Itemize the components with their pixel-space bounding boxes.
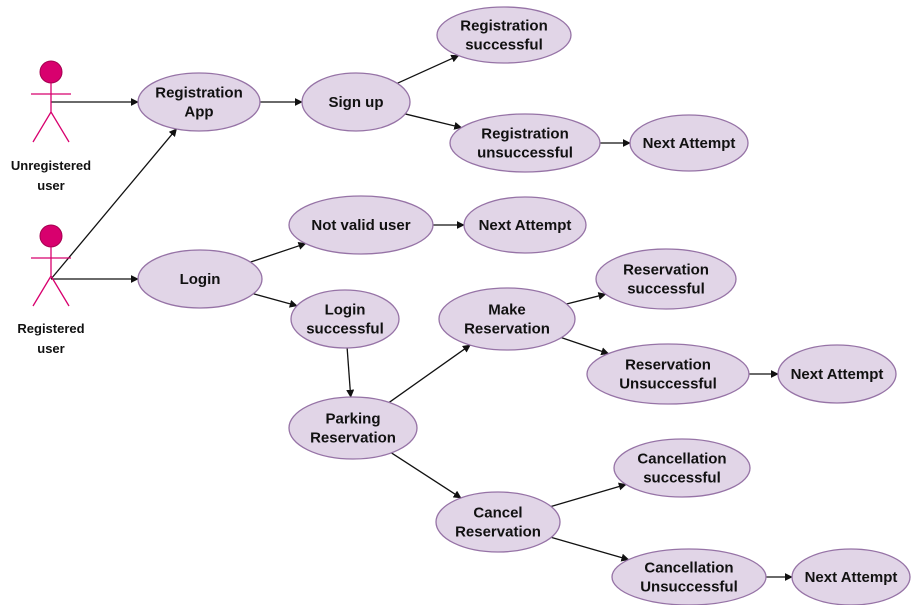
usecase-ellipse: [290, 289, 400, 349]
usecase-next2: Next Attempt: [463, 196, 587, 254]
usecase-label-line: Not valid user: [311, 217, 410, 234]
actor-label: Unregistered user: [11, 158, 91, 193]
usecase-label-line: Reservation: [623, 262, 709, 279]
usecase-label-line: successful: [627, 281, 705, 298]
edge-cancel_res-to-cancel_unsuccess: [551, 536, 630, 562]
usecase-ellipse: [586, 343, 750, 405]
usecase-label-line: Login: [180, 271, 221, 288]
actor-label-line: Unregistered: [11, 158, 91, 173]
usecase-ellipse: [595, 248, 737, 310]
usecase-ellipse: [791, 548, 911, 605]
usecase-label-line: Reservation: [310, 430, 396, 447]
actor-label-line: Registered: [17, 321, 84, 336]
usecase-label-line: Reservation: [464, 321, 550, 338]
usecase-next3: Next Attempt: [777, 344, 897, 404]
edge-make_res-to-res_success: [566, 292, 607, 305]
usecase-label-line: Reservation: [625, 357, 711, 374]
usecase-label-line: Registration: [460, 18, 548, 35]
usecase-label-line: Login: [325, 302, 366, 319]
usecase-label-line: Cancellation: [644, 560, 733, 577]
edge-signup-to-reg_unsuccess: [405, 113, 463, 130]
usecase-reg-success: Registration successful: [436, 6, 572, 64]
usecase-next4: Next Attempt: [791, 548, 911, 605]
usecase-label-line: Next Attempt: [791, 366, 884, 383]
usecase-ellipse: [288, 195, 434, 255]
usecase-ellipse: [137, 249, 263, 309]
edge-parking_res-to-cancel_res: [390, 452, 462, 499]
usecase-ellipse: [435, 491, 561, 553]
edge-login-to-login_success: [253, 293, 298, 308]
actor-head-icon: [39, 60, 63, 84]
usecase-ellipse: [436, 6, 572, 64]
usecase-cancel-success: Cancellation successful: [613, 438, 751, 498]
usecase-ellipse: [288, 396, 418, 460]
usecase-ellipse: [438, 287, 576, 351]
edge-registered-to-reg_app: [50, 128, 177, 280]
usecase-login-success: Login successful: [290, 289, 400, 349]
usecase-next1: Next Attempt: [629, 114, 749, 172]
usecase-label-line: App: [184, 104, 213, 121]
actor-label-line: user: [37, 341, 64, 356]
usecase-label-line: Registration: [481, 126, 569, 143]
usecase-label-line: Unsuccessful: [640, 579, 738, 596]
usecase-label-line: Sign up: [329, 94, 384, 111]
actor-registered: Registered user: [17, 224, 85, 356]
actor-body-icon: [31, 247, 71, 307]
usecase-ellipse: [611, 548, 767, 605]
usecase-not-valid: Not valid user: [288, 195, 434, 255]
usecase-ellipse: [449, 113, 601, 173]
usecase-label-line: Registration: [155, 85, 243, 102]
actor-label: Registered user: [17, 321, 84, 356]
usecase-ellipse: [301, 72, 411, 132]
edge-login-to-not_valid: [250, 242, 307, 263]
usecase-label-line: Cancel: [473, 505, 522, 522]
usecase-label-line: Parking: [325, 411, 380, 428]
edge-make_res-to-res_unsuccess: [561, 336, 610, 356]
actor-unregistered: Unregistered user: [11, 60, 91, 193]
edges-layer: [50, 54, 793, 581]
actor-head-icon: [39, 224, 63, 248]
usecase-login: Login: [137, 249, 263, 309]
usecase-reg-unsuccess: Registration unsuccessful: [449, 113, 601, 173]
usecase-label-line: Next Attempt: [643, 135, 736, 152]
usecase-label-line: Cancellation: [637, 451, 726, 468]
usecase-label-line: Unsuccessful: [619, 376, 717, 393]
usecase-label-line: Next Attempt: [805, 569, 898, 586]
usecase-label-line: successful: [643, 470, 721, 487]
usecase-label-line: Make: [488, 302, 526, 319]
usecase-label-line: successful: [465, 37, 543, 54]
usecase-ellipse: [613, 438, 751, 498]
usecase-label-line: unsuccessful: [477, 145, 573, 162]
usecase-ellipse: [629, 114, 749, 172]
usecase-ellipse: [137, 72, 261, 132]
usecase-label-line: Next Attempt: [479, 217, 572, 234]
edge-signup-to-reg_success: [397, 54, 460, 84]
usecase-ellipse: [463, 196, 587, 254]
edge-login_success-to-parking_res: [346, 347, 355, 398]
edge-parking_res-to-make_res: [388, 344, 471, 403]
usecase-label-line: successful: [306, 321, 384, 338]
usecase-signup: Sign up: [301, 72, 411, 132]
usecase-res-success: Reservation successful: [595, 248, 737, 310]
actor-body-icon: [31, 83, 71, 143]
usecase-ellipse: [777, 344, 897, 404]
usecase-label-line: Reservation: [455, 524, 541, 541]
edge-cancel_res-to-cancel_success: [550, 482, 627, 508]
actor-label-line: user: [37, 178, 64, 193]
